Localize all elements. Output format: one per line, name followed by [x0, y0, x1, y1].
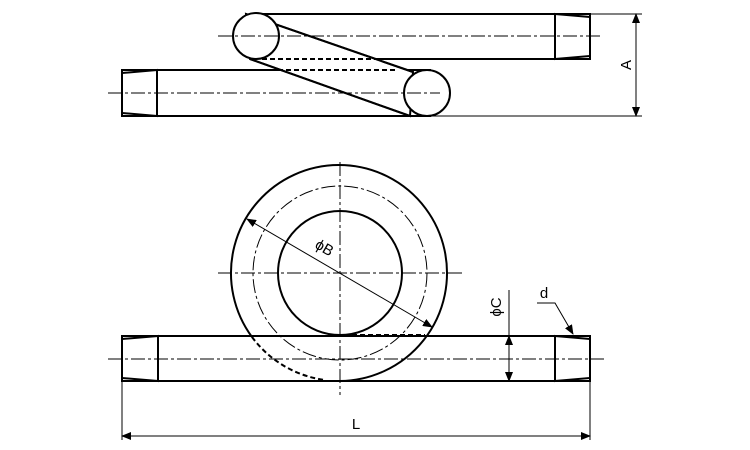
lower-bend-circle: [403, 69, 451, 117]
leader-d: [537, 302, 574, 335]
label-a: A: [618, 60, 635, 70]
upper-pipe-thread: [554, 12, 591, 61]
top-view: A: [108, 12, 642, 118]
lower-pipe-thread: [121, 68, 158, 118]
left-thread: [121, 334, 159, 383]
coil-outer: [229, 164, 448, 382]
label-b: ϕB: [312, 236, 336, 260]
label-d: d: [540, 285, 548, 302]
label-c: ϕC: [488, 297, 505, 316]
dimension-b: [246, 218, 433, 328]
front-view: ϕB ϕC d L: [108, 162, 604, 440]
coil-outer-hidden: [251, 336, 326, 381]
right-thread: [554, 334, 591, 383]
label-l: L: [352, 416, 360, 433]
upper-bend-circle: [232, 12, 280, 60]
